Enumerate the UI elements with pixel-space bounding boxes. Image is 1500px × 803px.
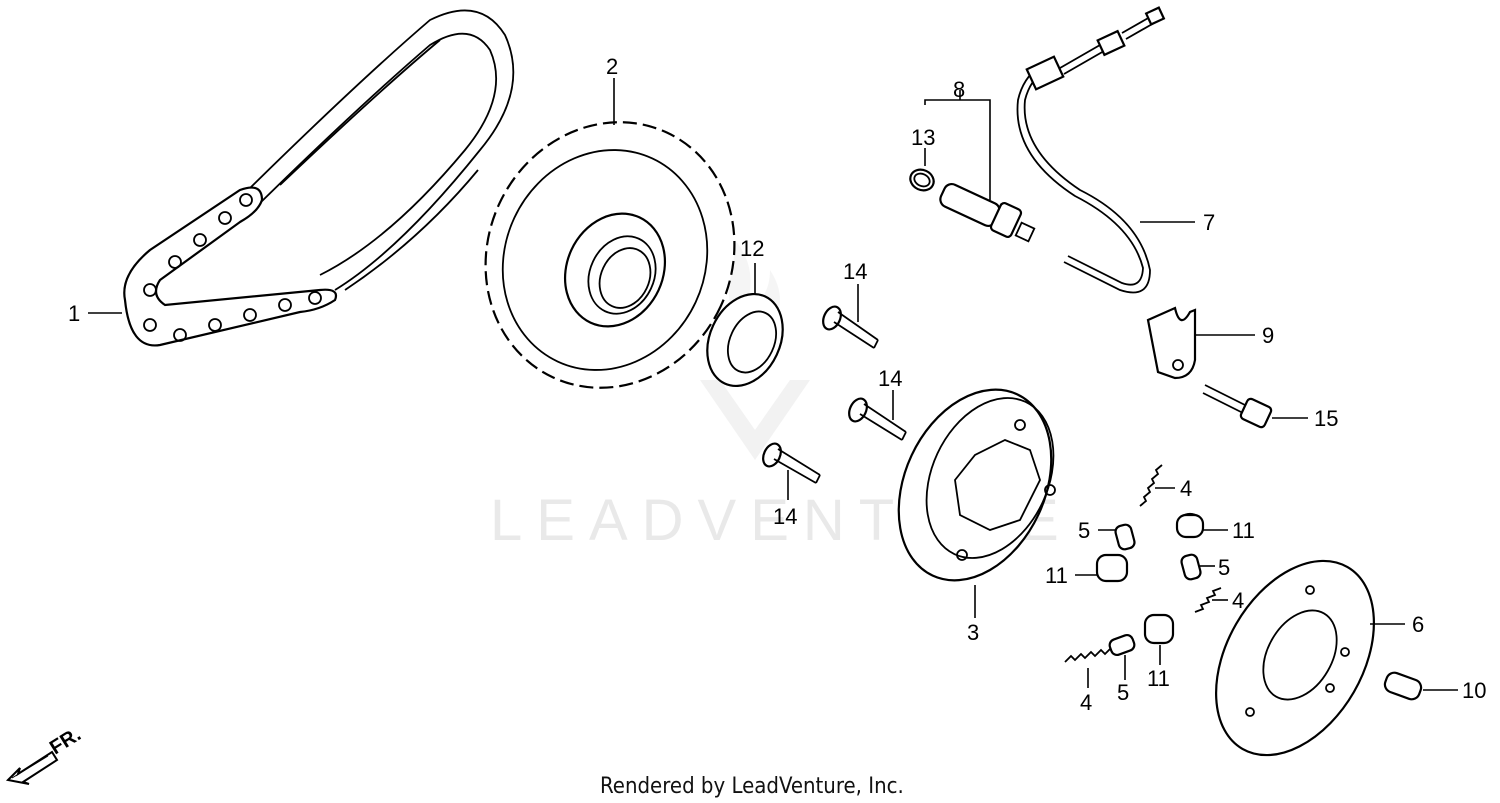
o-ring[interactable] — [907, 166, 937, 194]
spring-c[interactable] — [1064, 647, 1112, 663]
screw-upper[interactable] — [820, 304, 879, 349]
leader-8 — [924, 99, 991, 200]
roller-a[interactable] — [1175, 512, 1205, 539]
roller-b[interactable] — [1095, 553, 1129, 583]
callout-3: 3 — [967, 620, 979, 645]
roller-c[interactable] — [1143, 613, 1175, 645]
clutch-outer[interactable] — [869, 365, 1080, 605]
callout-4c: 4 — [1080, 690, 1092, 715]
screw-lower[interactable] — [760, 441, 821, 484]
callout-11a: 11 — [1232, 518, 1255, 543]
oil-seal[interactable] — [693, 282, 797, 399]
switch-wire[interactable] — [1016, 6, 1166, 294]
callout-13: 13 — [911, 125, 935, 150]
front-direction-arrow-icon — [5, 750, 59, 785]
callout-2: 2 — [606, 54, 618, 79]
callout-11b: 11 — [1045, 563, 1068, 588]
callout-14a: 14 — [843, 259, 867, 284]
callout-14c: 14 — [773, 504, 797, 529]
plunger-b[interactable] — [1180, 553, 1202, 581]
callout-1: 1 — [68, 301, 80, 326]
callout-14b: 14 — [878, 366, 902, 391]
callout-4b: 4 — [1232, 588, 1244, 613]
callout-5c: 5 — [1117, 680, 1129, 705]
callout-5a: 5 — [1078, 518, 1090, 543]
callout-12: 12 — [740, 236, 764, 261]
spring-a[interactable] — [1139, 464, 1163, 507]
dowel-pin[interactable] — [1383, 670, 1424, 701]
drive-chain[interactable] — [123, 9, 515, 347]
callout-4a: 4 — [1180, 476, 1192, 501]
flange-bolt[interactable] — [1202, 384, 1273, 429]
callout-7: 7 — [1203, 210, 1215, 235]
spring-b[interactable] — [1194, 587, 1222, 613]
plunger-c[interactable] — [1108, 633, 1136, 657]
callout-10: 10 — [1462, 678, 1486, 703]
callout-5b: 5 — [1218, 555, 1230, 580]
wire-clamp-plate[interactable] — [1146, 306, 1197, 380]
neutral-switch[interactable] — [938, 181, 1036, 243]
callout-15: 15 — [1314, 406, 1338, 431]
callout-8: 8 — [953, 77, 965, 102]
footer-credit: Rendered by LeadVenture, Inc. — [600, 774, 904, 799]
screw-middle[interactable] — [846, 396, 907, 441]
callout-11c: 11 — [1147, 666, 1170, 691]
driven-sprocket[interactable] — [442, 81, 777, 429]
callout-9: 9 — [1262, 323, 1274, 348]
callout-6: 6 — [1412, 612, 1424, 637]
side-plate[interactable] — [1184, 533, 1407, 783]
plunger-a[interactable] — [1114, 523, 1136, 551]
